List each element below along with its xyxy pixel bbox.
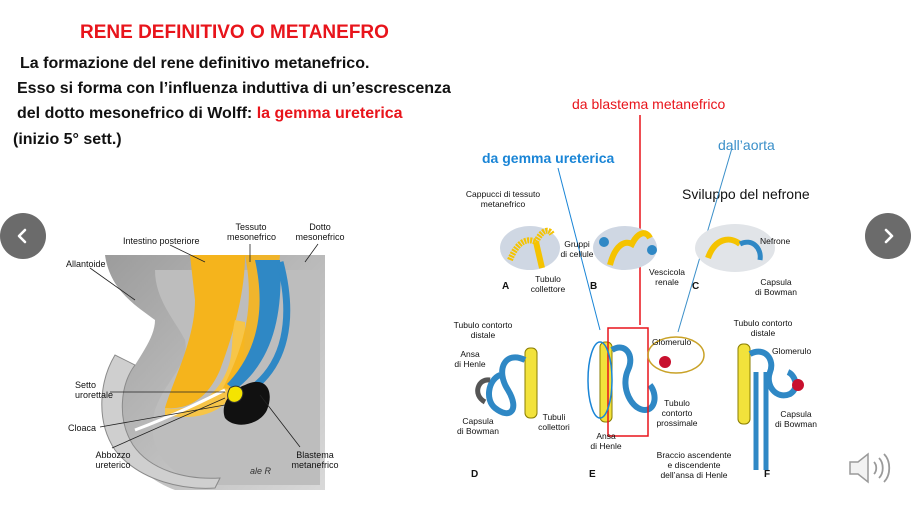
chevron-right-icon (884, 228, 894, 244)
gemma-ureterica-highlight: la gemma ureterica (256, 105, 403, 122)
text-line-4: (inizio 5° sett.) (13, 131, 122, 148)
letter-b: B (590, 281, 598, 292)
letter-e: E (589, 469, 596, 480)
label-intestino-posteriore: Intestino posteriore (123, 236, 200, 246)
annotation-da-gemma: da gemma ureterica (482, 150, 615, 166)
letter-f: F (764, 469, 771, 480)
label-glomerulo-e: Glomerulo (652, 337, 692, 347)
text-line-3: del dotto mesonefrico di Wolff: la gemma… (17, 105, 403, 123)
label-glomerulo-f: Glomerulo (772, 346, 812, 356)
annotation-sviluppo-nefrone: Sviluppo del nefrone (682, 186, 810, 202)
text-line-3-prefix: del dotto mesonefrico di Wolff: (17, 105, 257, 122)
text-line-2: Esso si forma con l’influenza induttiva … (17, 80, 451, 97)
text-line-1: La formazione del rene definitivo metane… (20, 55, 370, 72)
speaker-icon[interactable] (846, 450, 898, 486)
chevron-left-icon (17, 228, 27, 244)
label-allantoide: Allantoide (66, 259, 106, 269)
annotation-da-blastema: da blastema metanefrico (572, 96, 726, 112)
prev-slide-button[interactable] (0, 213, 46, 259)
letter-c: C (692, 281, 700, 292)
letter-d: D (471, 469, 479, 480)
nephron-diagram (475, 115, 804, 470)
label-nefrone: Nefrone (760, 236, 791, 246)
letter-a: A (502, 281, 510, 292)
slide-title: RENE DEFINITIVO O METANEFRO (80, 22, 389, 43)
signature: ale R (250, 466, 272, 476)
next-slide-button[interactable] (865, 213, 911, 259)
label-cloaca: Cloaca (68, 423, 97, 433)
